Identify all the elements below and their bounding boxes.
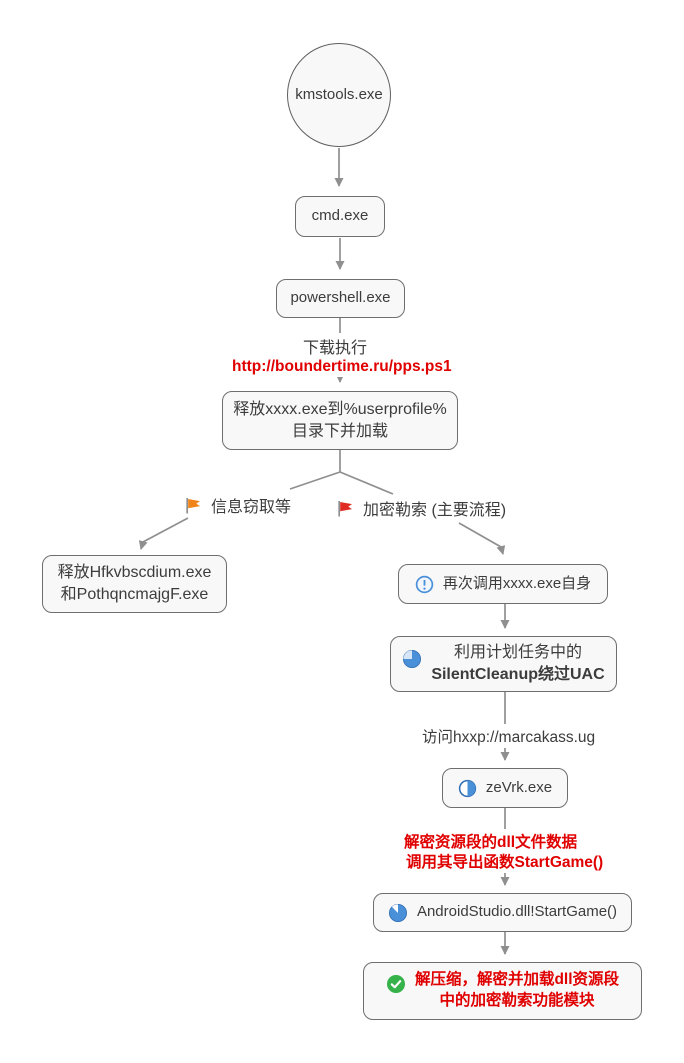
node-uac-line2: SilentCleanup绕过UAC: [431, 666, 605, 683]
branch-ransom-text: 加密勒索 (主要流程): [363, 502, 507, 519]
node-recall-self-label: 再次调用xxxx.exe自身: [442, 574, 592, 592]
node-kmstools: kmstools.exe: [287, 43, 391, 147]
half-circle-icon: [458, 779, 477, 798]
node-androidstudio-dll: AndroidStudio.dll!StartGame(): [373, 893, 632, 932]
node-androidstudio-dll-label: AndroidStudio.dll!StartGame(): [416, 903, 618, 921]
node-ransom-module: 解压缩，解密并加载dll资源段 中的加密勒索功能模块: [363, 962, 642, 1020]
node-zevrk: zeVrk.exe: [442, 768, 568, 808]
node-info-steal: 释放Hfkvbscdium.exe 和PothqncmajgF.exe: [42, 555, 227, 613]
pie-full-icon: [388, 903, 408, 923]
edge-label-visit-url: 访问hxxp://marcakass.ug: [418, 724, 600, 748]
node-powershell: powershell.exe: [276, 279, 405, 318]
fork-left-diagonal: [289, 471, 341, 490]
branch-info-text: 信息窃取等: [211, 499, 292, 516]
node-info-steal-line1: 释放Hfkvbscdium.exe: [57, 564, 212, 582]
node-uac-line1: 利用计划任务中的: [453, 644, 582, 662]
orange-flag-icon: [186, 497, 200, 513]
node-uac-bypass: 利用计划任务中的 SilentCleanup绕过UAC: [390, 636, 617, 692]
edge-branch-info-box: [138, 517, 189, 550]
node-ransom-line2: 中的加密勒索功能模块: [439, 992, 595, 1009]
branch-label-info-steal: 信息窃取等: [184, 493, 292, 517]
edge-label-decrypt-line2: 调用其导出函数StartGame(): [402, 849, 608, 873]
pie-quarter-icon: [402, 649, 422, 669]
edge-branch-ransom-box: [458, 522, 506, 555]
node-zevrk-label: zeVrk.exe: [485, 778, 553, 796]
node-info-steal-line2: 和PothqncmajgF.exe: [60, 586, 209, 603]
node-cmd: cmd.exe: [295, 196, 385, 237]
node-cmd-label: cmd.exe: [311, 207, 369, 225]
fork-right-diagonal: [339, 471, 394, 495]
node-drop-line2: 目录下并加载: [291, 422, 388, 440]
node-recall-self: 再次调用xxxx.exe自身: [398, 564, 608, 604]
node-drop: 释放xxxx.exe到%userprofile% 目录下并加载: [222, 391, 458, 450]
node-kmstools-label: kmstools.exe: [295, 85, 383, 103]
branch-label-ransom: 加密勒索 (主要流程): [336, 496, 507, 520]
edge-label-download-url: http://boundertime.ru/pps.ps1: [228, 357, 456, 377]
node-powershell-label: powershell.exe: [290, 289, 391, 307]
red-flag-icon: [338, 500, 352, 516]
edge-label-download-action: 下载执行: [299, 333, 372, 359]
check-circle-icon: [386, 974, 406, 994]
alert-circle-icon: [415, 575, 434, 594]
node-ransom-line1: 解压缩，解密并加载dll资源段: [414, 971, 620, 989]
node-drop-line1: 释放xxxx.exe到%userprofile%: [233, 400, 447, 418]
